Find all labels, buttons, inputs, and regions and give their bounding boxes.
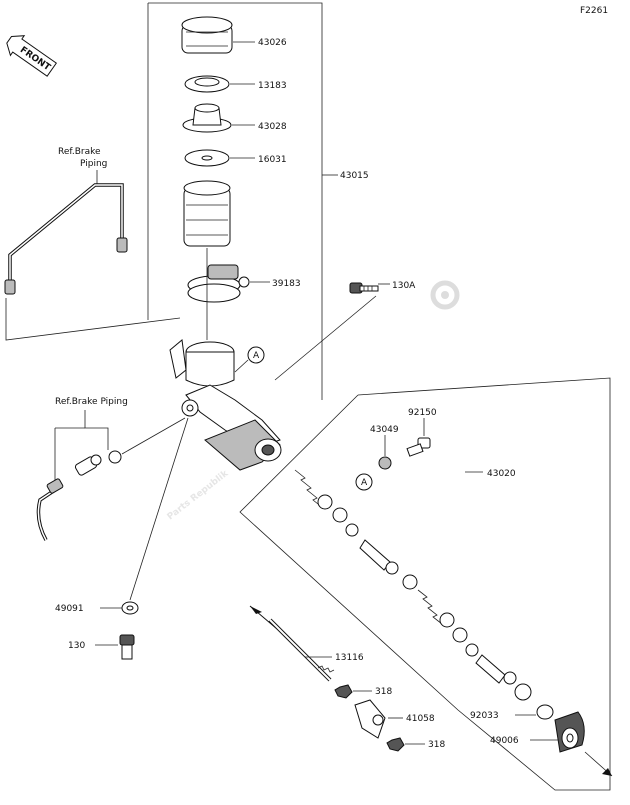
pipe-fitting-upper-right	[116, 237, 128, 253]
nut-318-lower	[386, 737, 405, 752]
brake-pipe-upper-inner	[9, 184, 123, 282]
boot-49006	[554, 711, 585, 753]
pipe-fitting-lower	[46, 478, 64, 494]
watermark: Parts Republik	[166, 468, 231, 522]
pipe-fitting-upper-left	[4, 279, 16, 295]
dash-130a-to-body	[274, 295, 377, 381]
callout-a-main: A	[253, 351, 260, 361]
seal-1	[317, 494, 333, 510]
part-number-130a: 130A	[392, 281, 416, 291]
bolt-130a	[349, 282, 379, 294]
part-number-92150: 92150	[408, 408, 437, 418]
bolt-130	[119, 634, 135, 660]
part-number-43028: 43028	[258, 122, 287, 132]
part-number-130: 130	[68, 641, 85, 651]
brake-pipe-upper	[8, 183, 124, 282]
front-arrow-icon: FRONT	[6, 35, 57, 77]
part-number-13183: 13183	[258, 81, 287, 91]
brake-pipe-lower-inner	[37, 487, 59, 541]
seal-2	[332, 507, 348, 523]
circlip-92033	[536, 704, 554, 720]
dash-upper-pipe-to-body	[5, 298, 181, 341]
bolt-92150	[406, 437, 431, 457]
brake-pipe-lower	[36, 486, 59, 541]
dash-49091-to-body	[129, 417, 189, 601]
watermark-gear-icon	[430, 280, 460, 310]
part-number-39183: 39183	[272, 279, 301, 289]
ref-brake-piping-lower: Ref.Brake Piping	[55, 397, 128, 407]
callout-a-kit: A	[361, 478, 368, 488]
seal-7	[465, 643, 479, 657]
seal-5	[439, 612, 455, 628]
part-number-49091: 49091	[55, 604, 84, 614]
piston-secondary	[359, 539, 399, 575]
seal-4	[402, 574, 418, 590]
crush-washer	[108, 450, 122, 464]
kit-bracket-43020-left	[239, 394, 580, 791]
reservoir-body	[183, 180, 231, 247]
reservoir-cap	[181, 16, 233, 54]
callout-a-main-circle	[247, 346, 265, 364]
banjo-fitting	[74, 454, 102, 476]
watermark-text: Parts Republik	[166, 468, 231, 522]
diaphragm-43028	[182, 103, 232, 133]
dash-lower-pipe-to-body	[121, 417, 186, 455]
ref-brake-piping-upper-line2: Piping	[80, 159, 107, 169]
spring-large	[294, 469, 324, 509]
part-number-318-upper: 318	[375, 687, 392, 697]
ref-brake-piping-upper-line1: Ref.Brake	[58, 147, 101, 157]
seal-6	[452, 627, 468, 643]
callout-a-kit-circle	[355, 473, 373, 491]
part-number-16031: 16031	[258, 155, 287, 165]
part-number-43015: 43015	[340, 171, 369, 181]
leader-ref-brake-lower-2	[84, 410, 109, 450]
kit-bracket-43020	[357, 377, 611, 791]
part-number-41058: 41058	[406, 714, 435, 724]
part-number-43026: 43026	[258, 38, 287, 48]
assembly-axis-arrowhead	[602, 768, 612, 776]
clevis-41058	[354, 699, 386, 739]
part-number-13116: 13116	[335, 653, 364, 663]
push-rod-13116	[249, 605, 335, 682]
part-number-43020: 43020	[487, 469, 516, 479]
master-cylinder-body	[169, 339, 282, 471]
hose-clamp-39183	[187, 264, 250, 303]
figure-code: F2261	[580, 6, 608, 16]
plate-13183	[184, 75, 230, 93]
kit-bracket-43015	[148, 2, 323, 400]
spring-small	[417, 589, 443, 625]
piston-primary	[475, 654, 532, 701]
washer-43049	[378, 456, 392, 470]
part-number-318-lower: 318	[428, 740, 445, 750]
nut-318-upper	[334, 684, 353, 699]
part-number-49006: 49006	[490, 736, 519, 746]
washer-16031	[184, 149, 230, 167]
leader-callout-a-main	[234, 359, 249, 373]
seal-3	[345, 523, 359, 537]
part-number-92033: 92033	[470, 711, 499, 721]
part-number-43049: 43049	[370, 425, 399, 435]
